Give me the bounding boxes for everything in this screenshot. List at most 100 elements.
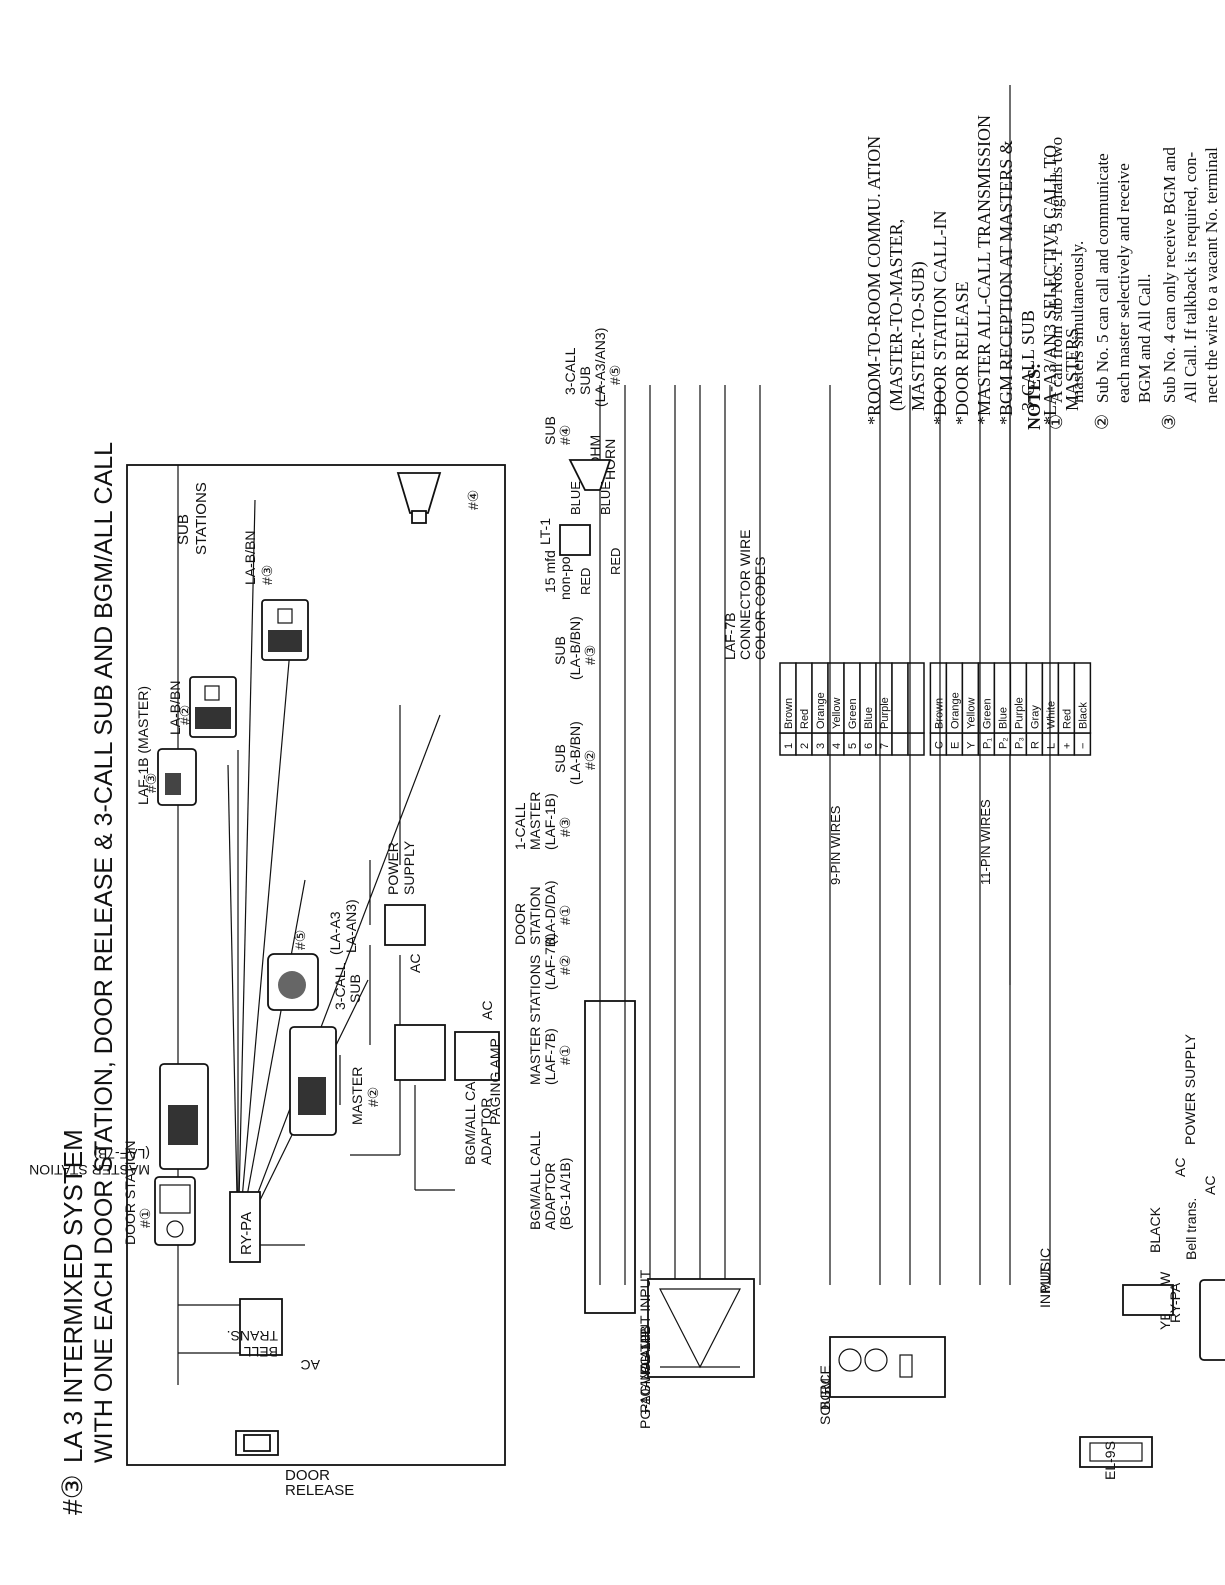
ac-label-bottom: AC xyxy=(1172,1158,1188,1177)
title-line1: LA 3 INTERMIXED SYSTEM xyxy=(58,1129,88,1463)
sub2-label-2: (LA-B/BN) xyxy=(567,721,583,785)
note-line: each master selectively and receive xyxy=(1114,163,1133,403)
onecall-label-1: 1-CALL xyxy=(512,802,528,850)
bgm-source-label-2: SOURCE xyxy=(817,1365,833,1425)
table-group2-label: 11-PIN WIRES xyxy=(978,799,993,885)
lt1-horn: RED BLUE BLUE RED xyxy=(559,459,623,595)
note-number: ② xyxy=(1092,414,1112,430)
overview-ac-2: AC xyxy=(407,954,423,973)
notes-block: NOTES: ①A call from sub Nos. 1 ~ 3 signa… xyxy=(1009,85,1225,985)
overview-paging-amp: PAGING AMP AC xyxy=(454,1001,503,1125)
table-color: Gray xyxy=(1029,705,1041,729)
note-line: BGM and All Call. xyxy=(1135,274,1154,403)
table-key: R xyxy=(1029,741,1041,749)
overview-ps-l2: SUPPLY xyxy=(401,840,417,895)
paging-amp-label-1: PAGINA AMP xyxy=(637,1328,653,1413)
table-color: Purple xyxy=(879,697,891,729)
feature-line: 3-CALL SUB xyxy=(1018,310,1038,411)
table-key: 7 xyxy=(879,743,891,749)
master-station-1: MASTER STATION (LAF-7B) xyxy=(29,1063,209,1178)
onecall-label-2: MASTER xyxy=(527,792,543,850)
table-key: + xyxy=(1061,743,1073,749)
master1-label-1: MASTER STATIONS xyxy=(527,955,543,1085)
music-input-label-2: INPUT xyxy=(1037,1266,1053,1308)
overview-ps-l1: POWER xyxy=(385,842,401,895)
color-code-table: LAF-7B CONNECTOR WIRE COLOR CODES 9-PIN … xyxy=(722,530,1092,885)
labn3-num: #③ xyxy=(259,565,275,585)
table-color: Black xyxy=(1077,702,1089,729)
black-label: BLACK xyxy=(1147,1206,1163,1253)
note-line: Sub No. 5 can call and communicate xyxy=(1093,153,1112,403)
features-list: *ROOM-TO-ROOM COMMU. ATION(MASTER-TO-MAS… xyxy=(864,115,1082,425)
table-color: Yellow xyxy=(831,698,843,729)
onecall-label-4: #③ xyxy=(557,817,573,837)
master2-label-2: #② xyxy=(557,955,573,975)
door-label-2: STATION xyxy=(527,886,543,945)
three-call-label-4: #⑤ xyxy=(607,365,623,385)
sub4-label-1: SUB xyxy=(542,416,558,445)
table-key: 4 xyxy=(831,743,843,749)
door-station-label: DOOR STATION xyxy=(122,1141,138,1245)
el9s-label: EL-9S xyxy=(1102,1441,1118,1480)
master2-label: MASTER xyxy=(349,1067,365,1125)
horn-num: #④ xyxy=(465,490,481,510)
table-key: Y xyxy=(965,741,977,749)
overview-bgm-adaptor: BGM/ALL CALL ADAPTOR xyxy=(394,1024,494,1165)
table-title-1: LAF-7B xyxy=(722,613,738,660)
door-label-4: #① xyxy=(557,905,573,925)
bell-trans-unit: Bell trans. AC YELLOW xyxy=(1157,1176,1225,1361)
feature-line: *BGM RECEPTION AT MASTERS & xyxy=(996,140,1016,425)
bgm-source-label-1: BGM xyxy=(817,1378,833,1410)
note-line: A call from sub Nos. 1 ~ 3 signalls two xyxy=(1047,137,1066,403)
table-color: Brown xyxy=(783,698,795,729)
bgm-adaptor-label-1: BGM/ALL CALL xyxy=(527,1131,543,1230)
laf1b-master: LAF-1B (MASTER) #③ xyxy=(135,686,197,806)
laf1b-label: LAF-1B (MASTER) xyxy=(135,686,151,805)
feature-line: *MASTER ALL-CALL TRANSMISSION xyxy=(974,115,994,425)
bell-trans-l2: TRANS. xyxy=(227,1328,278,1344)
door-release: DOOR RELEASE xyxy=(235,1430,354,1499)
feature-line: (MASTER-TO-MASTER, xyxy=(886,219,907,411)
note-line: All Call. If talkback is required, con- xyxy=(1181,152,1200,403)
master-station-2: MASTER #② xyxy=(289,1026,381,1136)
labn3-label: LA-B/BN xyxy=(242,531,258,585)
table-key: 3 xyxy=(815,743,827,749)
feature-line: *LA-A3/AN3 SELECTIVE CALL TO xyxy=(1040,145,1060,425)
bgm-adaptor-label-3: (BG-1A/1B) xyxy=(557,1158,573,1230)
table-group1-label: 9-PIN WIRES xyxy=(828,805,843,885)
rypa-label: RY-PA xyxy=(238,1212,255,1255)
mfd-label-1: 15 mfd xyxy=(542,550,558,593)
table-key: L xyxy=(1045,743,1057,749)
paging-amp-label-2: PG-10A/PG-10B xyxy=(637,1326,653,1430)
power-supply-label: POWER SUPPLY xyxy=(1182,1033,1198,1145)
rypa-box: RY-PA xyxy=(229,1191,261,1263)
table-color: Orange xyxy=(949,692,961,729)
table-key: E xyxy=(949,742,961,749)
sub-stations-l2: STATIONS xyxy=(193,482,210,555)
sub4-label-2: #④ xyxy=(557,425,573,445)
master-station-l1: MASTER STATION xyxy=(29,1162,150,1178)
horn-speaker: #④ xyxy=(396,472,481,524)
note-number: ① xyxy=(1046,414,1066,430)
table-key: 2 xyxy=(799,743,811,749)
bell-trans-l1: BELL xyxy=(244,1344,278,1360)
paging-amp-unit: PAGINA AMP PG-10A/PG-10B OUTPUT INPUT xyxy=(637,1269,755,1430)
table-key: 1 xyxy=(783,743,795,749)
door-station-num: #① xyxy=(137,1208,153,1228)
rypa-unit: RY-PA BLACK AC POWER SUPPLY xyxy=(1122,1033,1198,1323)
overview-paging-label: PAGING AMP xyxy=(487,1038,503,1125)
la-a3-l2: LA-AN3) xyxy=(343,899,359,953)
master-station-l2: (LAF-7B) xyxy=(93,1146,150,1162)
overview-ac-3: AC xyxy=(479,1001,495,1020)
table-color: Blue xyxy=(997,707,1009,729)
strip-bgm-adaptor xyxy=(584,1000,636,1314)
title-line2: WITH ONE EACH DOOR STATION, DOOR RELEASE… xyxy=(90,442,118,1463)
table-color: Green xyxy=(847,698,859,729)
table-key: P₃ xyxy=(1013,737,1025,749)
overview-ac-1: AC xyxy=(301,1357,320,1373)
blue-label-2: BLUE xyxy=(598,481,613,515)
feature-line: MASTER-TO-SUB) xyxy=(908,261,929,411)
feature-line: *ROOM-TO-ROOM COMMU. ATION xyxy=(864,136,884,425)
